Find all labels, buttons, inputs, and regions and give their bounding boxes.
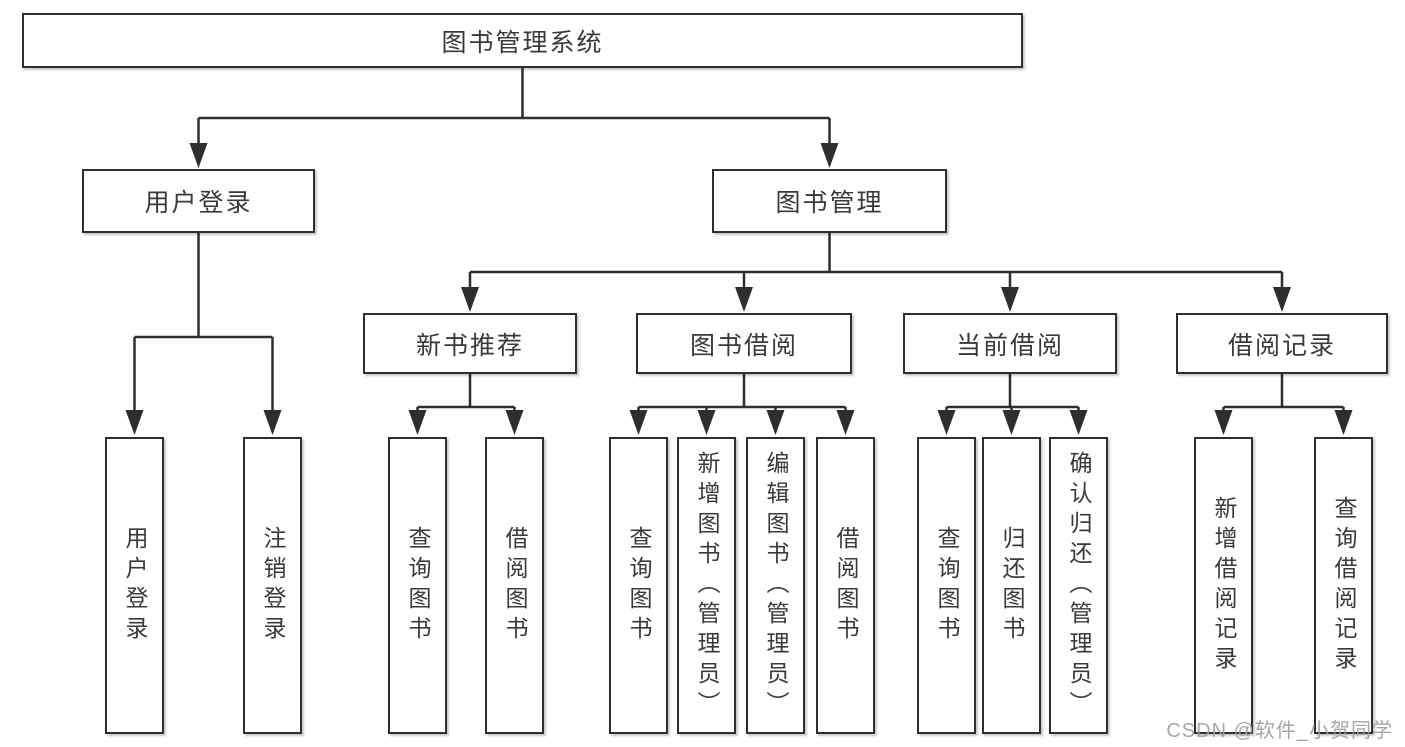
leaf-logout-login: 注销登录 bbox=[243, 437, 302, 734]
leaf-label: 借阅图书 bbox=[502, 525, 528, 646]
node-user-login: 用户登录 bbox=[82, 169, 315, 233]
leaf-query-book-current: 查询图书 bbox=[917, 437, 976, 734]
leaf-edit-book-admin: 编辑图书（管理员） bbox=[746, 437, 805, 734]
leaf-add-borrow-record: 新增借阅记录 bbox=[1194, 437, 1253, 734]
leaf-label: 查询借阅记录 bbox=[1331, 495, 1357, 676]
leaf-confirm-return-admin: 确认归还（管理员） bbox=[1049, 437, 1108, 734]
leaf-label: 确认归还（管理员） bbox=[1066, 450, 1092, 721]
leaf-query-borrow-record: 查询借阅记录 bbox=[1314, 437, 1373, 734]
node-borrow-records: 借阅记录 bbox=[1176, 313, 1388, 374]
leaf-label: 用户登录 bbox=[122, 525, 148, 646]
node-current-borrow: 当前借阅 bbox=[903, 313, 1117, 374]
leaf-label: 编辑图书（管理员） bbox=[763, 450, 789, 721]
csdn-watermark: CSDN @软件_小贺同学 bbox=[1166, 720, 1393, 742]
node-label: 图书管理系统 bbox=[441, 28, 604, 57]
leaf-label: 查询图书 bbox=[626, 525, 652, 646]
leaf-borrow-book-newbook: 借阅图书 bbox=[485, 437, 544, 734]
leaf-label: 查询图书 bbox=[405, 525, 431, 646]
node-new-book-recommend: 新书推荐 bbox=[363, 313, 577, 374]
node-system-root: 图书管理系统 bbox=[22, 13, 1023, 68]
node-label: 新书推荐 bbox=[415, 331, 524, 360]
leaf-label: 新增借阅记录 bbox=[1211, 495, 1237, 676]
node-book-management: 图书管理 bbox=[712, 169, 947, 233]
leaf-return-book: 归还图书 bbox=[982, 437, 1041, 734]
node-book-borrow: 图书借阅 bbox=[636, 313, 852, 374]
node-label: 用户登录 bbox=[144, 189, 253, 217]
leaf-label: 注销登录 bbox=[260, 525, 286, 646]
leaf-label: 查询图书 bbox=[934, 525, 960, 646]
leaf-label: 借阅图书 bbox=[833, 525, 859, 646]
leaf-label: 新增图书（管理员） bbox=[694, 450, 720, 721]
leaf-user-login: 用户登录 bbox=[105, 437, 164, 734]
node-label: 当前借阅 bbox=[955, 331, 1064, 360]
leaf-query-book-newbook: 查询图书 bbox=[388, 437, 447, 734]
leaf-borrow-book: 借阅图书 bbox=[816, 437, 875, 734]
leaf-add-book-admin: 新增图书（管理员） bbox=[677, 437, 736, 734]
leaf-query-book-borrow: 查询图书 bbox=[609, 437, 668, 734]
node-label: 图书管理 bbox=[775, 189, 884, 217]
node-label: 借阅记录 bbox=[1227, 331, 1336, 360]
node-label: 图书借阅 bbox=[689, 331, 798, 360]
leaf-label: 归还图书 bbox=[999, 525, 1025, 646]
